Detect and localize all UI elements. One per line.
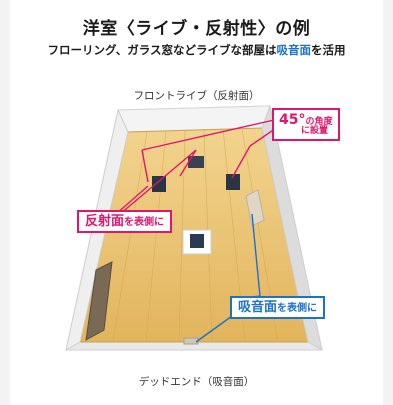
center-rack (188, 156, 204, 168)
subtitle-text: フローリング、ガラス窓などライブな部屋は (47, 43, 277, 57)
right-speaker (226, 174, 240, 190)
absorb-sub: を表側に (277, 303, 318, 314)
absorb-main: 吸音面 (238, 300, 278, 315)
reflect-main: 反射面 (85, 214, 125, 229)
angle-text-2: に設置 (301, 126, 329, 136)
door (85, 261, 113, 341)
page-subtitle: フローリング、ガラス窓などライブな部屋は吸音面を活用 (0, 42, 393, 58)
reflect-sub: を表側に (124, 217, 165, 228)
right-wall (261, 104, 323, 351)
reflection-lines (115, 119, 283, 215)
front-wall-label: フロントライブ（反射面） (133, 90, 260, 102)
angle-text-1: の角度 (305, 117, 333, 127)
subtitle-suffix: を活用 (310, 43, 346, 57)
side-panel (245, 189, 265, 227)
angle-callout: 45°の角度 に設置 (272, 108, 340, 141)
left-speaker (152, 176, 166, 192)
listener (190, 234, 204, 248)
absorb-callout: 吸音面を表側に (230, 296, 326, 319)
page-title: 洋室〈ライブ・反射性〉の例 (82, 19, 311, 39)
rear-panel (183, 337, 199, 345)
angle-value: 45° (279, 112, 306, 128)
subtitle-highlight: 吸音面 (276, 43, 311, 57)
rear-wall-label: デッドエンド（吸音面） (138, 376, 255, 388)
reflect-callout: 反射面を表側に (77, 210, 173, 233)
